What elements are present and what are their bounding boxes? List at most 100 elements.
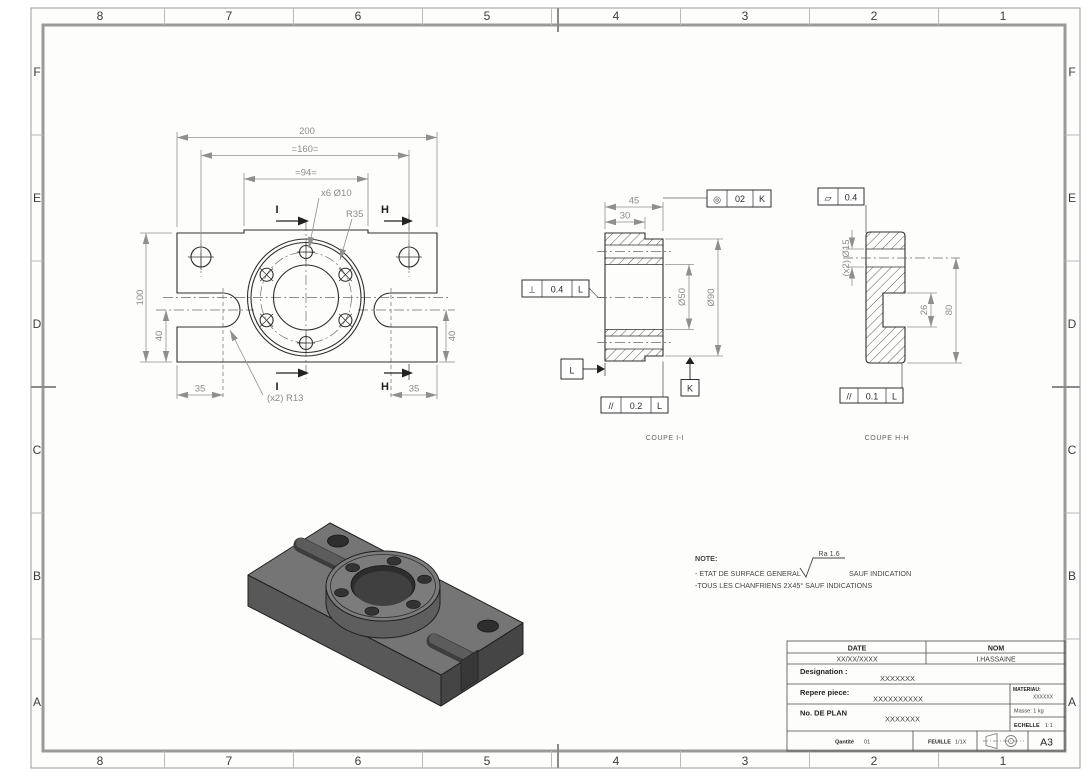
concentricity-icon: ◎ xyxy=(713,195,721,205)
section-hh-outline xyxy=(865,231,906,364)
note-line1-prefix: - ETAT DE SURFACE GENERAL xyxy=(695,569,801,578)
zone-number: 8 xyxy=(97,754,104,768)
perpendicularity-icon: ⊥ xyxy=(528,285,536,295)
radius-callout: R35 xyxy=(346,209,363,220)
dim-26: 26 xyxy=(919,305,930,316)
zone-number: 4 xyxy=(613,754,620,768)
zone-number: 1 xyxy=(1000,9,1007,23)
designation-value: XXXXXXX xyxy=(880,674,915,683)
zone-letter: D xyxy=(33,317,42,331)
fcf-flatness: ▱ 0.4 xyxy=(817,187,867,233)
date-value: XX/XX/XXXX xyxy=(836,657,878,664)
projection-symbol-icon xyxy=(983,732,1024,750)
surface-finish-icon xyxy=(799,557,845,578)
datum-k: K xyxy=(680,357,700,397)
feuille-label: FEUILLE xyxy=(928,740,951,746)
fcf-datum: L xyxy=(892,392,897,402)
section-ii-label: COUPE I-I xyxy=(646,435,684,442)
zone-number: 8 xyxy=(97,9,104,23)
qantite-label: Qantité xyxy=(835,740,854,746)
slot-callout: (x2) R13 xyxy=(267,393,303,404)
plan-label: No. DE PLAN xyxy=(800,709,847,718)
zone-number: 3 xyxy=(742,754,749,768)
zone-letter: C xyxy=(1068,443,1077,457)
dim-160: =160= xyxy=(292,144,319,155)
parallelism-icon: // xyxy=(846,392,852,402)
section-ii-outline xyxy=(604,232,664,362)
zone-number: 2 xyxy=(871,9,878,23)
zone-numbers-bottom: 8 7 6 5 4 3 2 1 xyxy=(97,754,1007,768)
dim-200: 200 xyxy=(299,126,315,137)
format-label: A3 xyxy=(1040,737,1053,749)
dim-40-left: 40 xyxy=(154,331,165,342)
dim-d50: Ø50 xyxy=(677,288,688,306)
dim-94: =94= xyxy=(295,168,317,179)
fcf-value: 0.4 xyxy=(845,193,858,203)
flatness-icon: ▱ xyxy=(825,193,832,203)
sheet-border: 8 7 6 5 4 3 2 1 8 7 6 5 4 3 2 1 F E D C … xyxy=(30,7,1081,769)
fcf-value: 0.4 xyxy=(551,285,564,295)
datum-label: L xyxy=(569,366,574,376)
zone-number: 7 xyxy=(226,9,233,23)
fcf-value: 0.1 xyxy=(866,392,879,402)
dim-40-right: 40 xyxy=(447,331,458,342)
zone-number: 7 xyxy=(226,754,233,768)
repere-label: Repere piece: xyxy=(800,688,849,697)
nom-label: NOM xyxy=(988,646,1005,653)
zone-number: 2 xyxy=(871,754,878,768)
fcf-perpendicularity: ⊥ 0.4 L xyxy=(521,279,605,298)
zone-number: 5 xyxy=(484,754,491,768)
zone-number: 4 xyxy=(613,9,620,23)
zone-letter: F xyxy=(1068,65,1075,79)
cut-label-i-bottom: I xyxy=(275,381,278,393)
zone-number: 6 xyxy=(355,9,362,23)
front-view-outline xyxy=(176,229,438,363)
nom-value: I.HASSAINE xyxy=(976,657,1016,664)
repere-value: XXXXXXXXXX xyxy=(873,695,923,704)
zone-number: 3 xyxy=(742,9,749,23)
zone-number: 6 xyxy=(355,754,362,768)
dim-80: 80 xyxy=(944,305,955,316)
zone-letter: F xyxy=(33,65,40,79)
cut-label-i-top: I xyxy=(275,204,278,216)
zone-letter: A xyxy=(33,695,41,709)
cut-label-h-bottom: H xyxy=(381,381,389,393)
zone-letter: B xyxy=(1068,569,1076,583)
note-title: NOTE: xyxy=(695,554,717,563)
title-block: DATE NOM XX/XX/XXXX I.HASSAINE Designati… xyxy=(786,640,1066,752)
dim-35-left: 35 xyxy=(195,384,206,395)
zone-letters-left: F E D C B A xyxy=(33,65,42,709)
zone-letter: A xyxy=(1068,695,1076,709)
fcf-datum: L xyxy=(657,401,662,411)
dim-35-right: 35 xyxy=(409,384,420,395)
section-view-hh: ▱ 0.4 (x2) Ø15 26 80 // 0.1 L COUPE H-H xyxy=(817,187,962,442)
note-line2: -TOUS LES CHANFRIENS 2X45° SAUF INDICATI… xyxy=(695,581,872,590)
fcf-concentricity: ◎ 02 K xyxy=(663,189,772,208)
dim-d90: Ø90 xyxy=(706,289,717,307)
isometric-view xyxy=(247,522,524,707)
designation-label: Designation : xyxy=(800,667,848,676)
zone-numbers-top: 8 7 6 5 4 3 2 1 xyxy=(97,9,1007,23)
zone-letter: C xyxy=(33,443,42,457)
parallelism-icon: // xyxy=(608,401,614,411)
fcf-value: 0.2 xyxy=(630,401,643,411)
date-label: DATE xyxy=(848,646,867,653)
echelle-value: 1:1 xyxy=(1045,723,1053,729)
echelle-label: ECHELLE xyxy=(1014,723,1040,729)
roughness-value: Ra 1.6 xyxy=(818,549,839,558)
fcf-datum: L xyxy=(578,285,583,295)
holes-callout: x6 Ø10 xyxy=(321,188,352,199)
datum-l: L xyxy=(560,358,606,380)
dim-45: 45 xyxy=(629,196,640,207)
zone-letter: E xyxy=(1068,191,1076,205)
fcf-parallelism-ii: // 0.2 L xyxy=(600,361,669,414)
zone-number: 1 xyxy=(1000,754,1007,768)
bolt-holes xyxy=(259,243,353,352)
front-view: 200 =160= =94= x6 Ø10 R35 100 40 40 xyxy=(135,126,458,404)
dim-100: 100 xyxy=(135,290,146,306)
section-cut-marks xyxy=(276,216,413,378)
qantite-value: 01 xyxy=(864,740,870,746)
cut-label-h-top: H xyxy=(381,204,389,216)
